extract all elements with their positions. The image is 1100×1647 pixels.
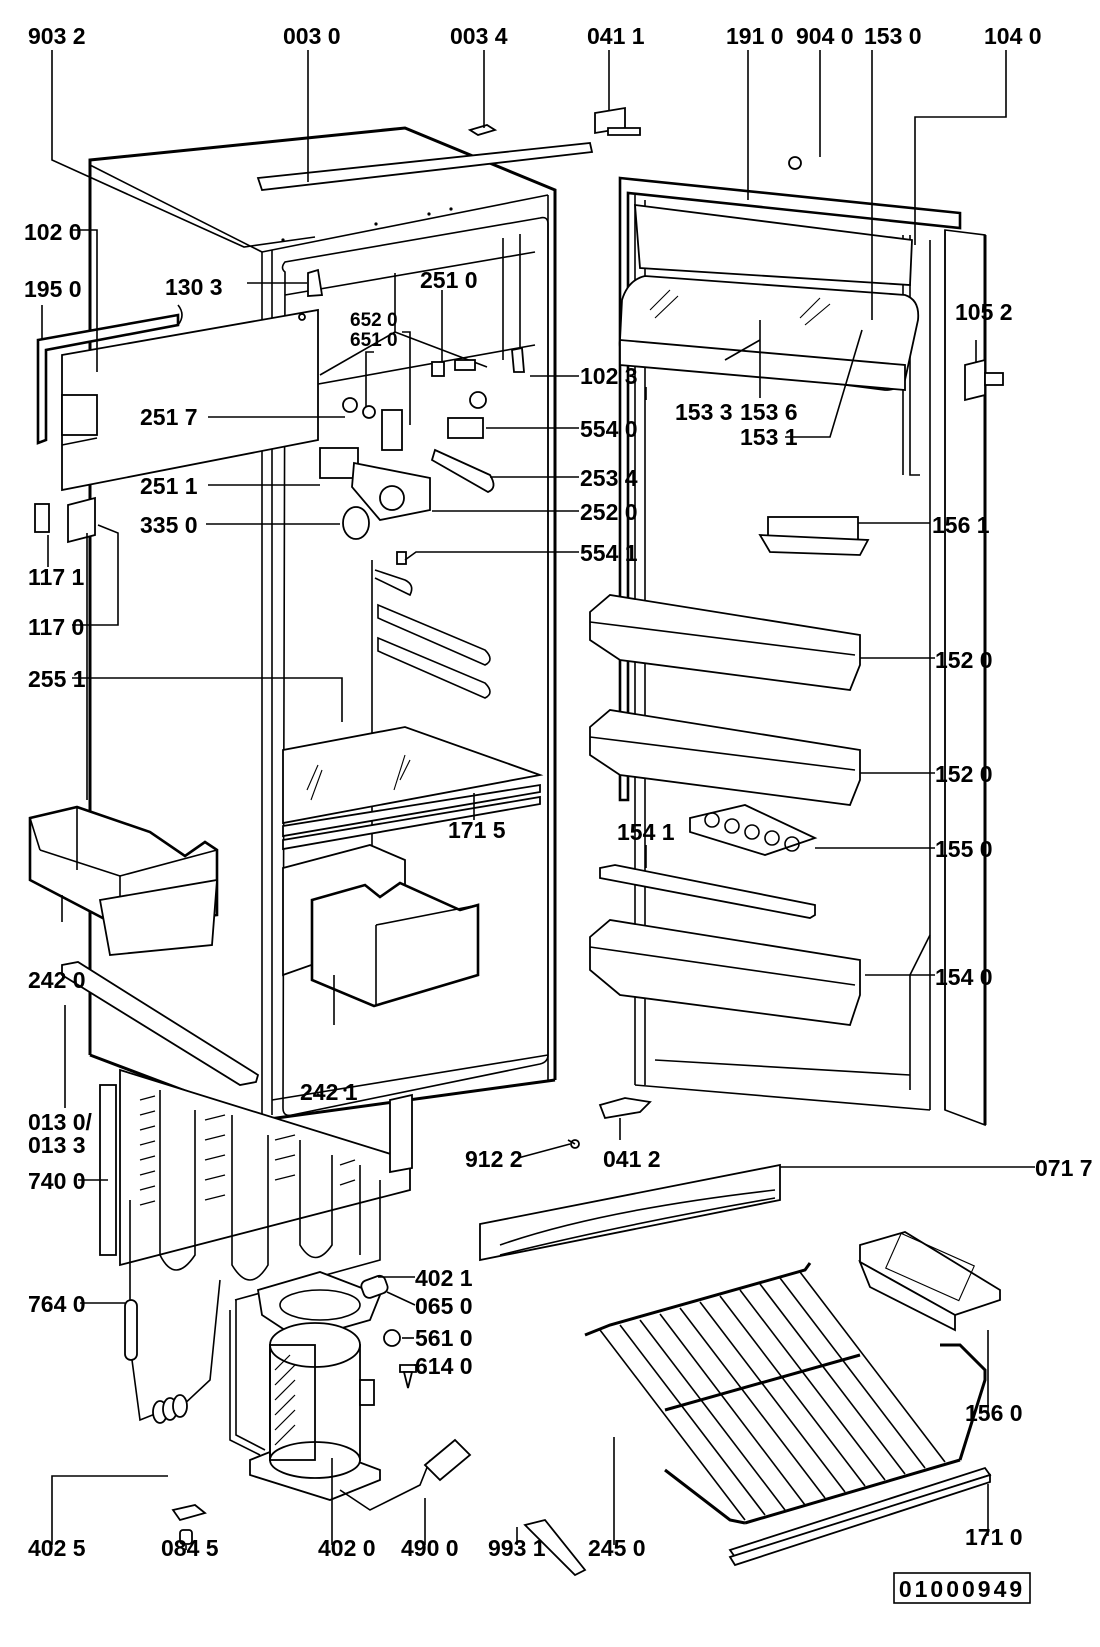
label-252-0: 252 0 bbox=[580, 499, 638, 525]
label-117-0: 117 0 bbox=[28, 614, 84, 640]
label-554-1: 554 1 bbox=[580, 540, 638, 566]
document-number-box: 01000949 bbox=[893, 1572, 1031, 1604]
label-245-0: 245 0 bbox=[588, 1535, 646, 1561]
door bbox=[567, 156, 1004, 1149]
part-labels: 903 2 003 0 003 4 041 1 191 0 904 0 153 … bbox=[24, 23, 1093, 1561]
label-154-1: 154 1 bbox=[617, 819, 675, 845]
label-013-0: 013 0/ bbox=[28, 1109, 93, 1135]
vegetable-bin bbox=[28, 805, 219, 956]
label-041-2: 041 2 bbox=[603, 1146, 661, 1172]
label-152-0-upper: 152 0 bbox=[935, 647, 993, 673]
label-253-4: 253 4 bbox=[580, 465, 638, 491]
label-904-0: 904 0 bbox=[796, 23, 854, 49]
label-102-0: 102 0 bbox=[24, 219, 82, 245]
label-013-3: 013 3 bbox=[28, 1132, 86, 1158]
label-251-1: 251 1 bbox=[140, 473, 198, 499]
label-614-0: 614 0 bbox=[415, 1353, 473, 1379]
label-065-0: 065 0 bbox=[415, 1293, 473, 1319]
label-195-0: 195 0 bbox=[24, 276, 82, 302]
label-117-1: 117 1 bbox=[28, 564, 84, 590]
label-335-0: 335 0 bbox=[140, 512, 198, 538]
label-171-0: 171 0 bbox=[965, 1524, 1023, 1550]
label-651-0: 651 0 bbox=[350, 330, 398, 351]
ice-tray bbox=[858, 1231, 1001, 1332]
door-shelf bbox=[589, 594, 861, 691]
label-490-0: 490 0 bbox=[401, 1535, 459, 1561]
label-152-0-lower: 152 0 bbox=[935, 761, 993, 787]
document-number: 01000949 bbox=[899, 1576, 1025, 1602]
label-155-0: 155 0 bbox=[935, 836, 993, 862]
leader-lines bbox=[41, 50, 1035, 1550]
label-740-0: 740 0 bbox=[28, 1168, 86, 1194]
label-402-5: 402 5 bbox=[28, 1535, 86, 1561]
label-003-0: 003 0 bbox=[283, 23, 341, 49]
label-191-0: 191 0 bbox=[726, 23, 784, 49]
compressor bbox=[249, 1322, 381, 1501]
label-156-1: 156 1 bbox=[932, 512, 990, 538]
label-554-0: 554 0 bbox=[580, 416, 638, 442]
label-171-5: 171 5 bbox=[448, 817, 506, 843]
label-153-3: 153 3 bbox=[675, 399, 733, 425]
label-993-1: 993 1 bbox=[488, 1535, 546, 1561]
glass-shelf bbox=[282, 726, 544, 851]
label-402-1: 402 1 bbox=[415, 1265, 473, 1291]
label-130-3: 130 3 bbox=[165, 274, 223, 300]
freezer-door bbox=[36, 304, 319, 492]
label-402-0: 402 0 bbox=[318, 1535, 376, 1561]
condenser bbox=[99, 1068, 413, 1281]
label-041-1: 041 1 bbox=[587, 23, 645, 49]
label-153-6: 153 6 bbox=[740, 399, 798, 425]
door-shelf bbox=[589, 709, 861, 806]
label-071-7: 071 7 bbox=[1035, 1155, 1093, 1181]
door-bin bbox=[589, 919, 861, 1026]
label-242-0: 242 0 bbox=[28, 967, 86, 993]
label-102-3: 102 3 bbox=[580, 363, 638, 389]
cabinet bbox=[28, 106, 1004, 1577]
label-154-0: 154 0 bbox=[935, 964, 993, 990]
label-003-4: 003 4 bbox=[450, 23, 508, 49]
label-764-0: 764 0 bbox=[28, 1291, 86, 1317]
label-242-1: 242 1 bbox=[300, 1079, 358, 1105]
label-652-0: 652 0 bbox=[350, 310, 398, 331]
label-156-0: 156 0 bbox=[965, 1400, 1023, 1426]
label-903-2: 903 2 bbox=[28, 23, 86, 49]
label-255-1: 255 1 bbox=[28, 666, 86, 692]
label-084-5: 084 5 bbox=[161, 1535, 219, 1561]
label-912-2: 912 2 bbox=[465, 1146, 523, 1172]
crisper-drawer bbox=[310, 881, 480, 1008]
wire-shelf bbox=[584, 1262, 987, 1525]
label-251-7: 251 7 bbox=[140, 404, 198, 430]
label-105-2: 105 2 bbox=[955, 299, 1013, 325]
compressor-bracket bbox=[256, 1271, 382, 1341]
label-153-0: 153 0 bbox=[864, 23, 922, 49]
label-251-0: 251 0 bbox=[420, 267, 478, 293]
ice-scraper bbox=[479, 1163, 781, 1262]
label-153-1: 153 1 bbox=[740, 424, 798, 450]
label-561-0: 561 0 bbox=[415, 1325, 473, 1351]
label-104-0: 104 0 bbox=[984, 23, 1042, 49]
